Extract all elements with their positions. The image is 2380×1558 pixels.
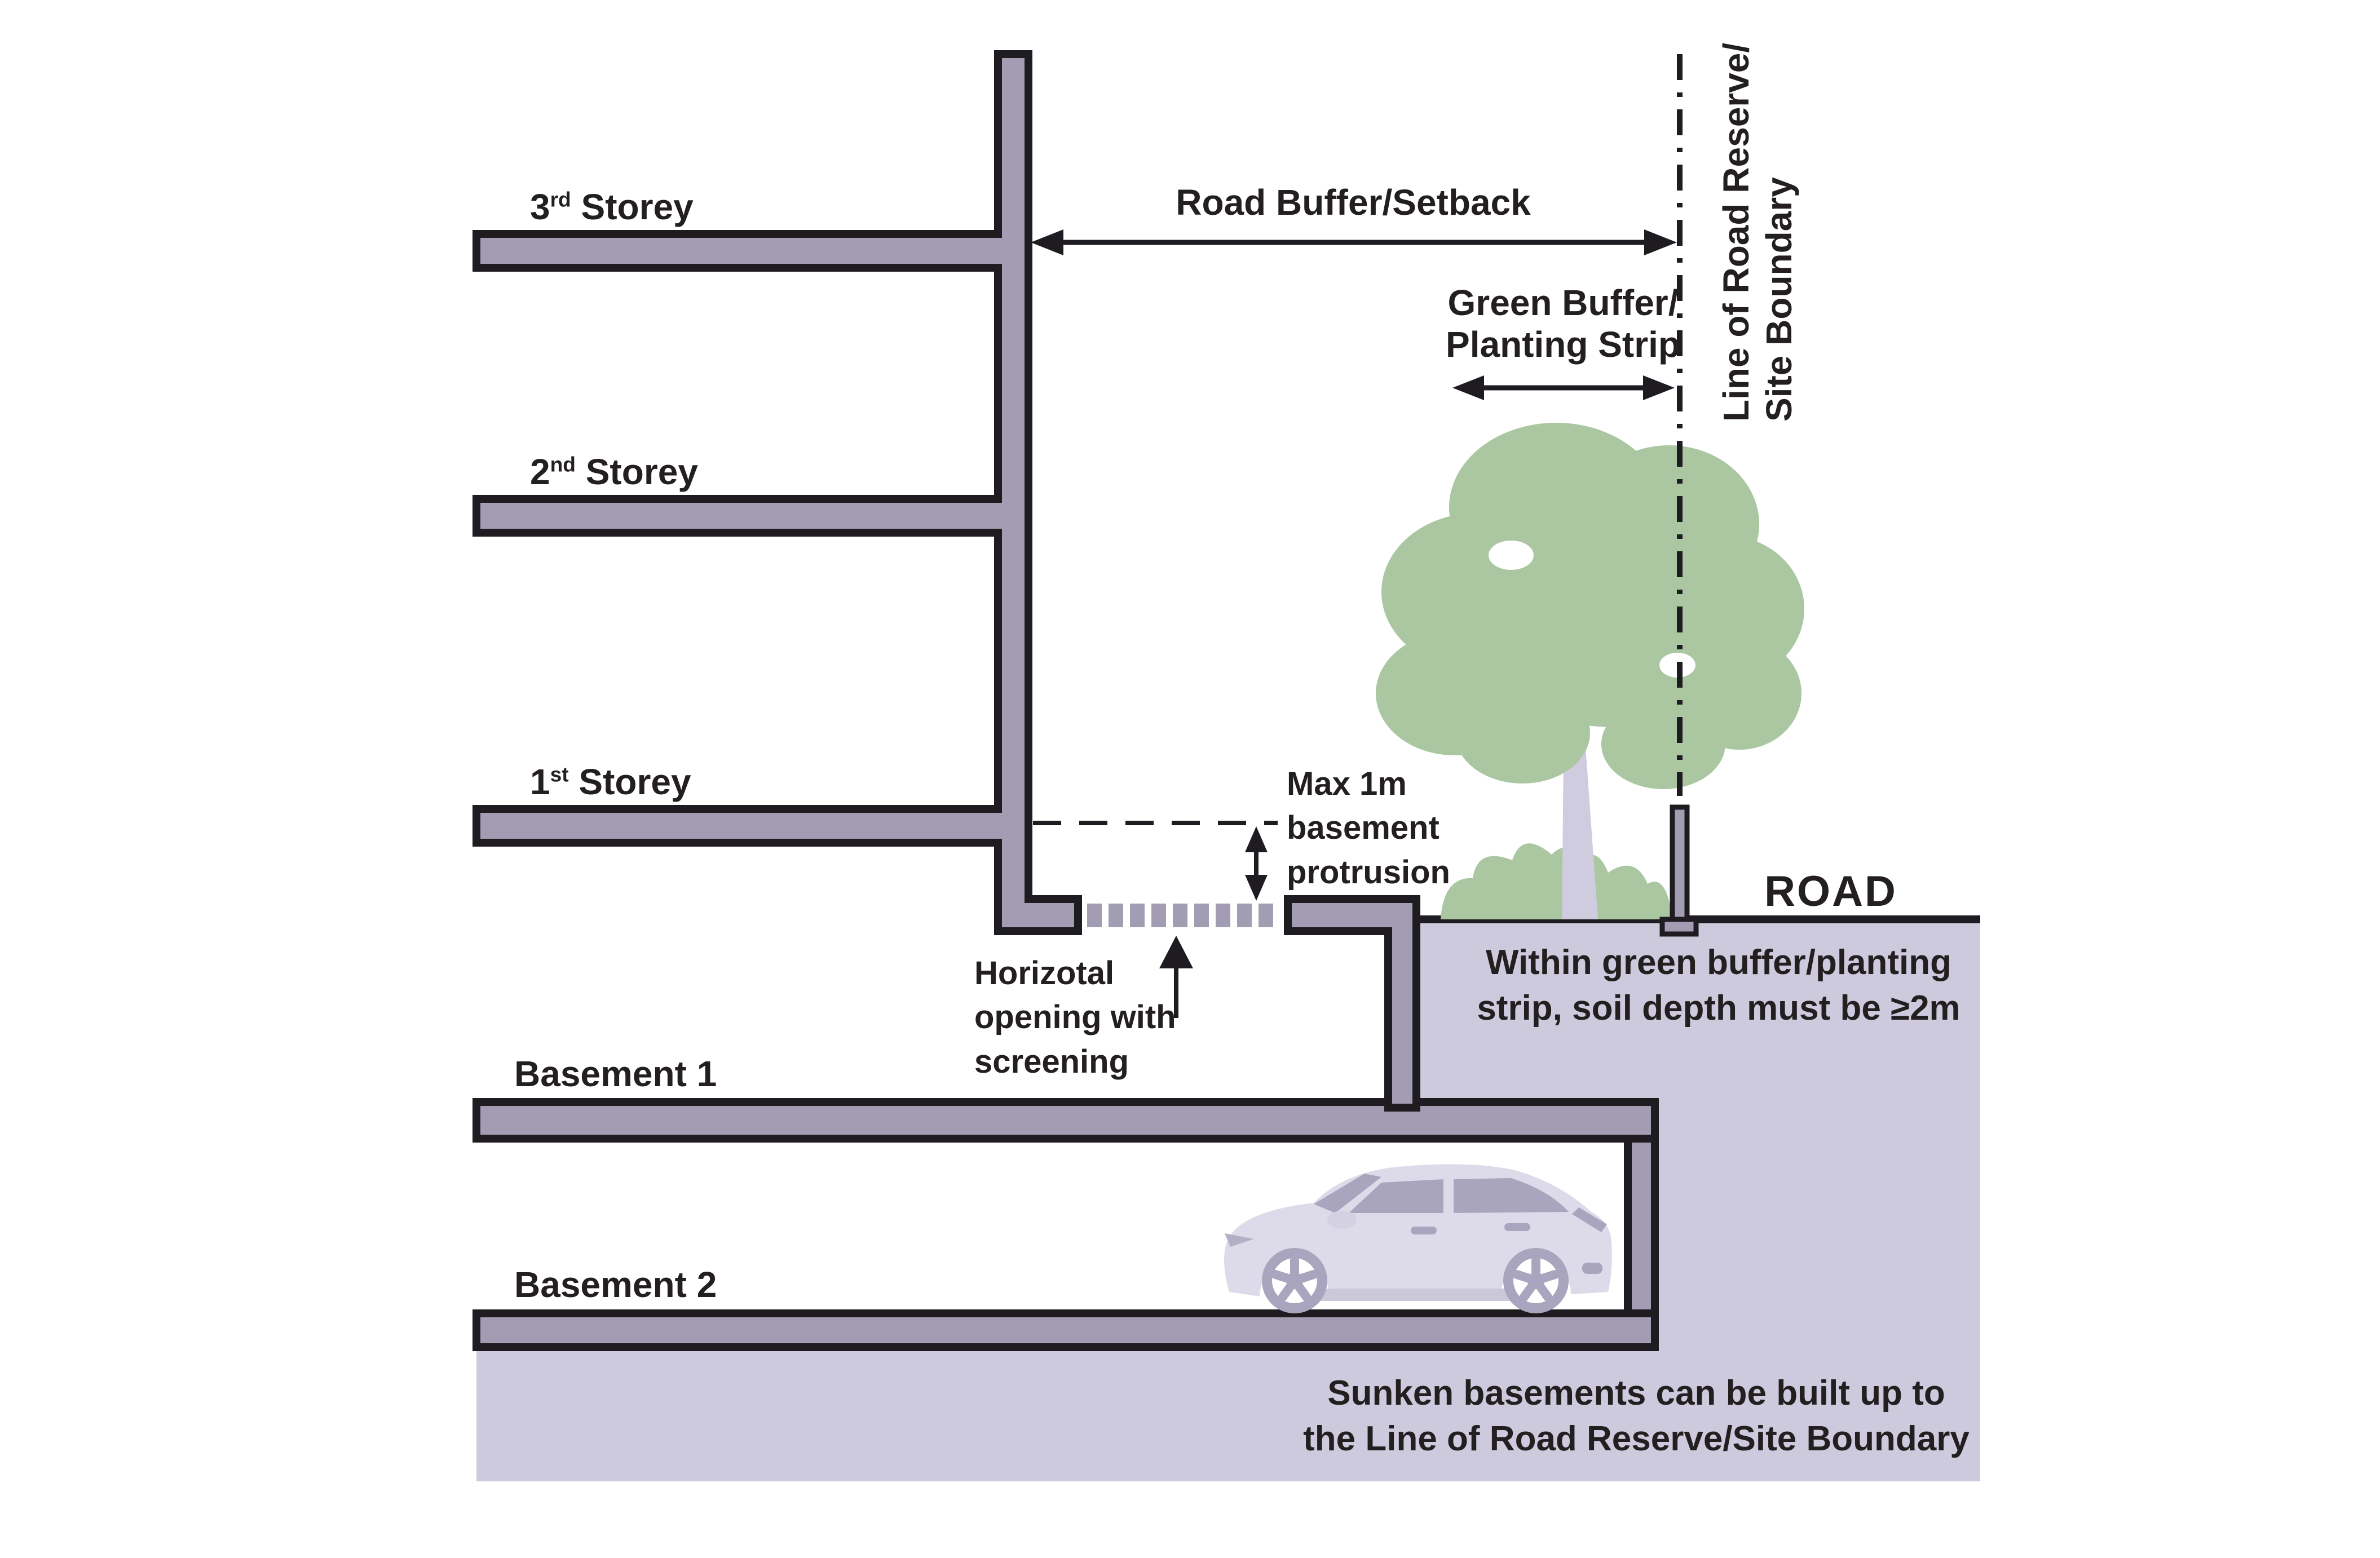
max-protrusion-line1: Max 1m (1287, 765, 1407, 802)
green-buffer-line2: Planting Strip (1446, 324, 1680, 365)
basement2-floor-slab (473, 1309, 1659, 1351)
storey-1-ordinal: st (550, 762, 569, 786)
car-front-wheel-icon (1262, 1248, 1327, 1313)
storey-2-ordinal: nd (550, 452, 576, 476)
storey-3-ordinal: rd (550, 187, 571, 211)
screening-dashes (1087, 904, 1273, 927)
bush-icon (1441, 843, 1672, 919)
basement-1-label: Basement 1 (514, 1054, 717, 1094)
car-rear-wheel-icon (1503, 1248, 1569, 1313)
storey-3-label: 3rd Storey (530, 186, 694, 228)
storey-2-number: 2 (530, 452, 550, 492)
ground-soil-area (476, 919, 1980, 1481)
road-label: ROAD (1764, 867, 1897, 915)
max-protrusion-line2: basement (1287, 809, 1440, 847)
road-buffer-label: Road Buffer/Setback (1176, 182, 1531, 223)
storey-1-number: 1 (530, 762, 550, 802)
storey-1-word: Storey (579, 762, 691, 802)
screening-pointer-arrow (1159, 936, 1193, 1018)
opening-line2: opening with (974, 999, 1176, 1036)
site-boundary-line2: Site Boundary (1758, 177, 1799, 422)
storey-1-label: 1st Storey (530, 761, 691, 803)
max-protrusion-line3: protrusion (1287, 853, 1450, 891)
basement2-right-wall (1624, 1130, 1659, 1324)
storey-2-label: 2nd Storey (530, 451, 698, 493)
opening-screening-label: Horizotal opening with screening (974, 951, 1176, 1084)
storey-3-number: 3 (530, 187, 550, 227)
opening-line3: screening (974, 1043, 1129, 1080)
green-buffer-label: Green Buffer/ Planting Strip (1446, 282, 1680, 365)
car-icon (1224, 1164, 1612, 1313)
basement-2-label: Basement 2 (514, 1264, 717, 1305)
green-buffer-line1: Green Buffer/ (1447, 282, 1679, 323)
site-boundary-line1: Line of Road Reserve/ (1716, 42, 1756, 422)
sunken-line2: the Line of Road Reserve/Site Boundary (1303, 1419, 1970, 1458)
building-structure (473, 50, 1082, 935)
soil-depth-line1: Within green buffer/planting (1485, 943, 1952, 982)
opening-line1: Horizotal (974, 955, 1115, 992)
storey-2-word: Storey (585, 452, 698, 492)
boundary-post-icon (1659, 804, 1699, 937)
basement1-right-wall (1284, 895, 1420, 1112)
road-buffer-arrow (1031, 229, 1677, 255)
soil-depth-line2: strip, soil depth must be ≥2m (1477, 988, 1960, 1028)
soil-depth-note: Within green buffer/planting strip, soil… (1477, 940, 1960, 1031)
max-protrusion-label: Max 1m basement protrusion (1287, 762, 1450, 895)
site-boundary-label: Line of Road Reserve/ Site Boundary (1715, 43, 1800, 422)
sunken-line1: Sunken basements can be built up to (1327, 1374, 1945, 1413)
storey-3-word: Storey (581, 187, 694, 227)
basement1-floor-slab (473, 1098, 1659, 1143)
tree-canopy-icon (1376, 423, 1804, 789)
green-buffer-arrow (1452, 375, 1675, 400)
protrusion-arrow (1245, 826, 1268, 901)
sunken-basement-note: Sunken basements can be built up to the … (1303, 1371, 1970, 1462)
